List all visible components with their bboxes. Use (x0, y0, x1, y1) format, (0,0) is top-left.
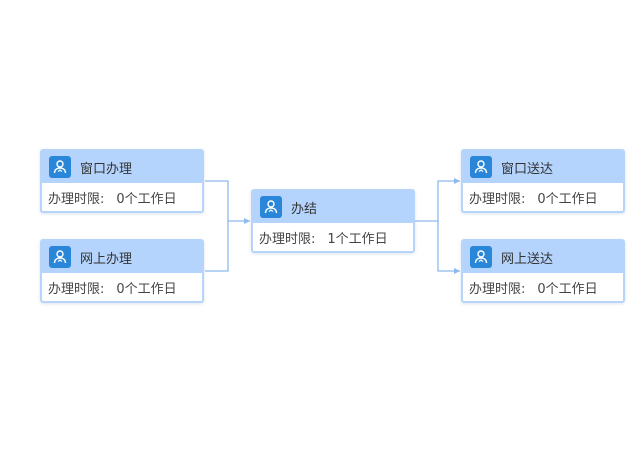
limit-label: 办理时限: (259, 231, 316, 247)
connector-complete-to-window-deliver (437, 178, 460, 221)
limit-label: 办理时限: (48, 281, 105, 297)
user-handle-icon (260, 196, 282, 218)
node-body: 办理时限: 0个工作日 (42, 183, 202, 211)
node-body: 办理时限: 0个工作日 (463, 273, 623, 301)
node-header: 窗口办理 (42, 151, 202, 183)
limit-label: 办理时限: (469, 191, 526, 207)
node-header: 网上送达 (463, 241, 623, 273)
limit-value: 0个工作日 (537, 191, 598, 207)
node-body: 办理时限: 0个工作日 (42, 273, 202, 301)
limit-value: 1个工作日 (327, 231, 388, 247)
node-online-deliver[interactable]: 网上送达 办理时限: 0个工作日 (461, 239, 625, 303)
node-title: 网上办理 (80, 251, 133, 267)
node-complete[interactable]: 办结 办理时限: 1个工作日 (251, 189, 415, 253)
user-handle-icon (470, 156, 492, 178)
user-handle-icon (49, 246, 71, 268)
limit-value: 0个工作日 (116, 191, 177, 207)
connector-window-to-complete (205, 180, 229, 221)
node-window-handle[interactable]: 窗口办理 办理时限: 0个工作日 (40, 149, 204, 213)
user-handle-icon (49, 156, 71, 178)
limit-value: 0个工作日 (116, 281, 177, 297)
node-header: 办结 (253, 191, 413, 223)
connector-online-to-complete (205, 221, 229, 272)
node-title: 网上送达 (501, 251, 554, 267)
limit-label: 办理时限: (469, 281, 526, 297)
node-header: 网上办理 (42, 241, 202, 273)
node-window-deliver[interactable]: 窗口送达 办理时限: 0个工作日 (461, 149, 625, 213)
node-title: 窗口送达 (501, 161, 554, 177)
node-title: 窗口办理 (80, 161, 133, 177)
user-handle-icon (470, 246, 492, 268)
limit-value: 0个工作日 (537, 281, 598, 297)
node-header: 窗口送达 (463, 151, 623, 183)
node-body: 办理时限: 0个工作日 (463, 183, 623, 211)
node-title: 办结 (291, 201, 318, 217)
limit-label: 办理时限: (48, 191, 105, 207)
node-body: 办理时限: 1个工作日 (253, 223, 413, 251)
node-online-handle[interactable]: 网上办理 办理时限: 0个工作日 (40, 239, 204, 303)
connector-complete-to-online-deliver (437, 221, 460, 274)
